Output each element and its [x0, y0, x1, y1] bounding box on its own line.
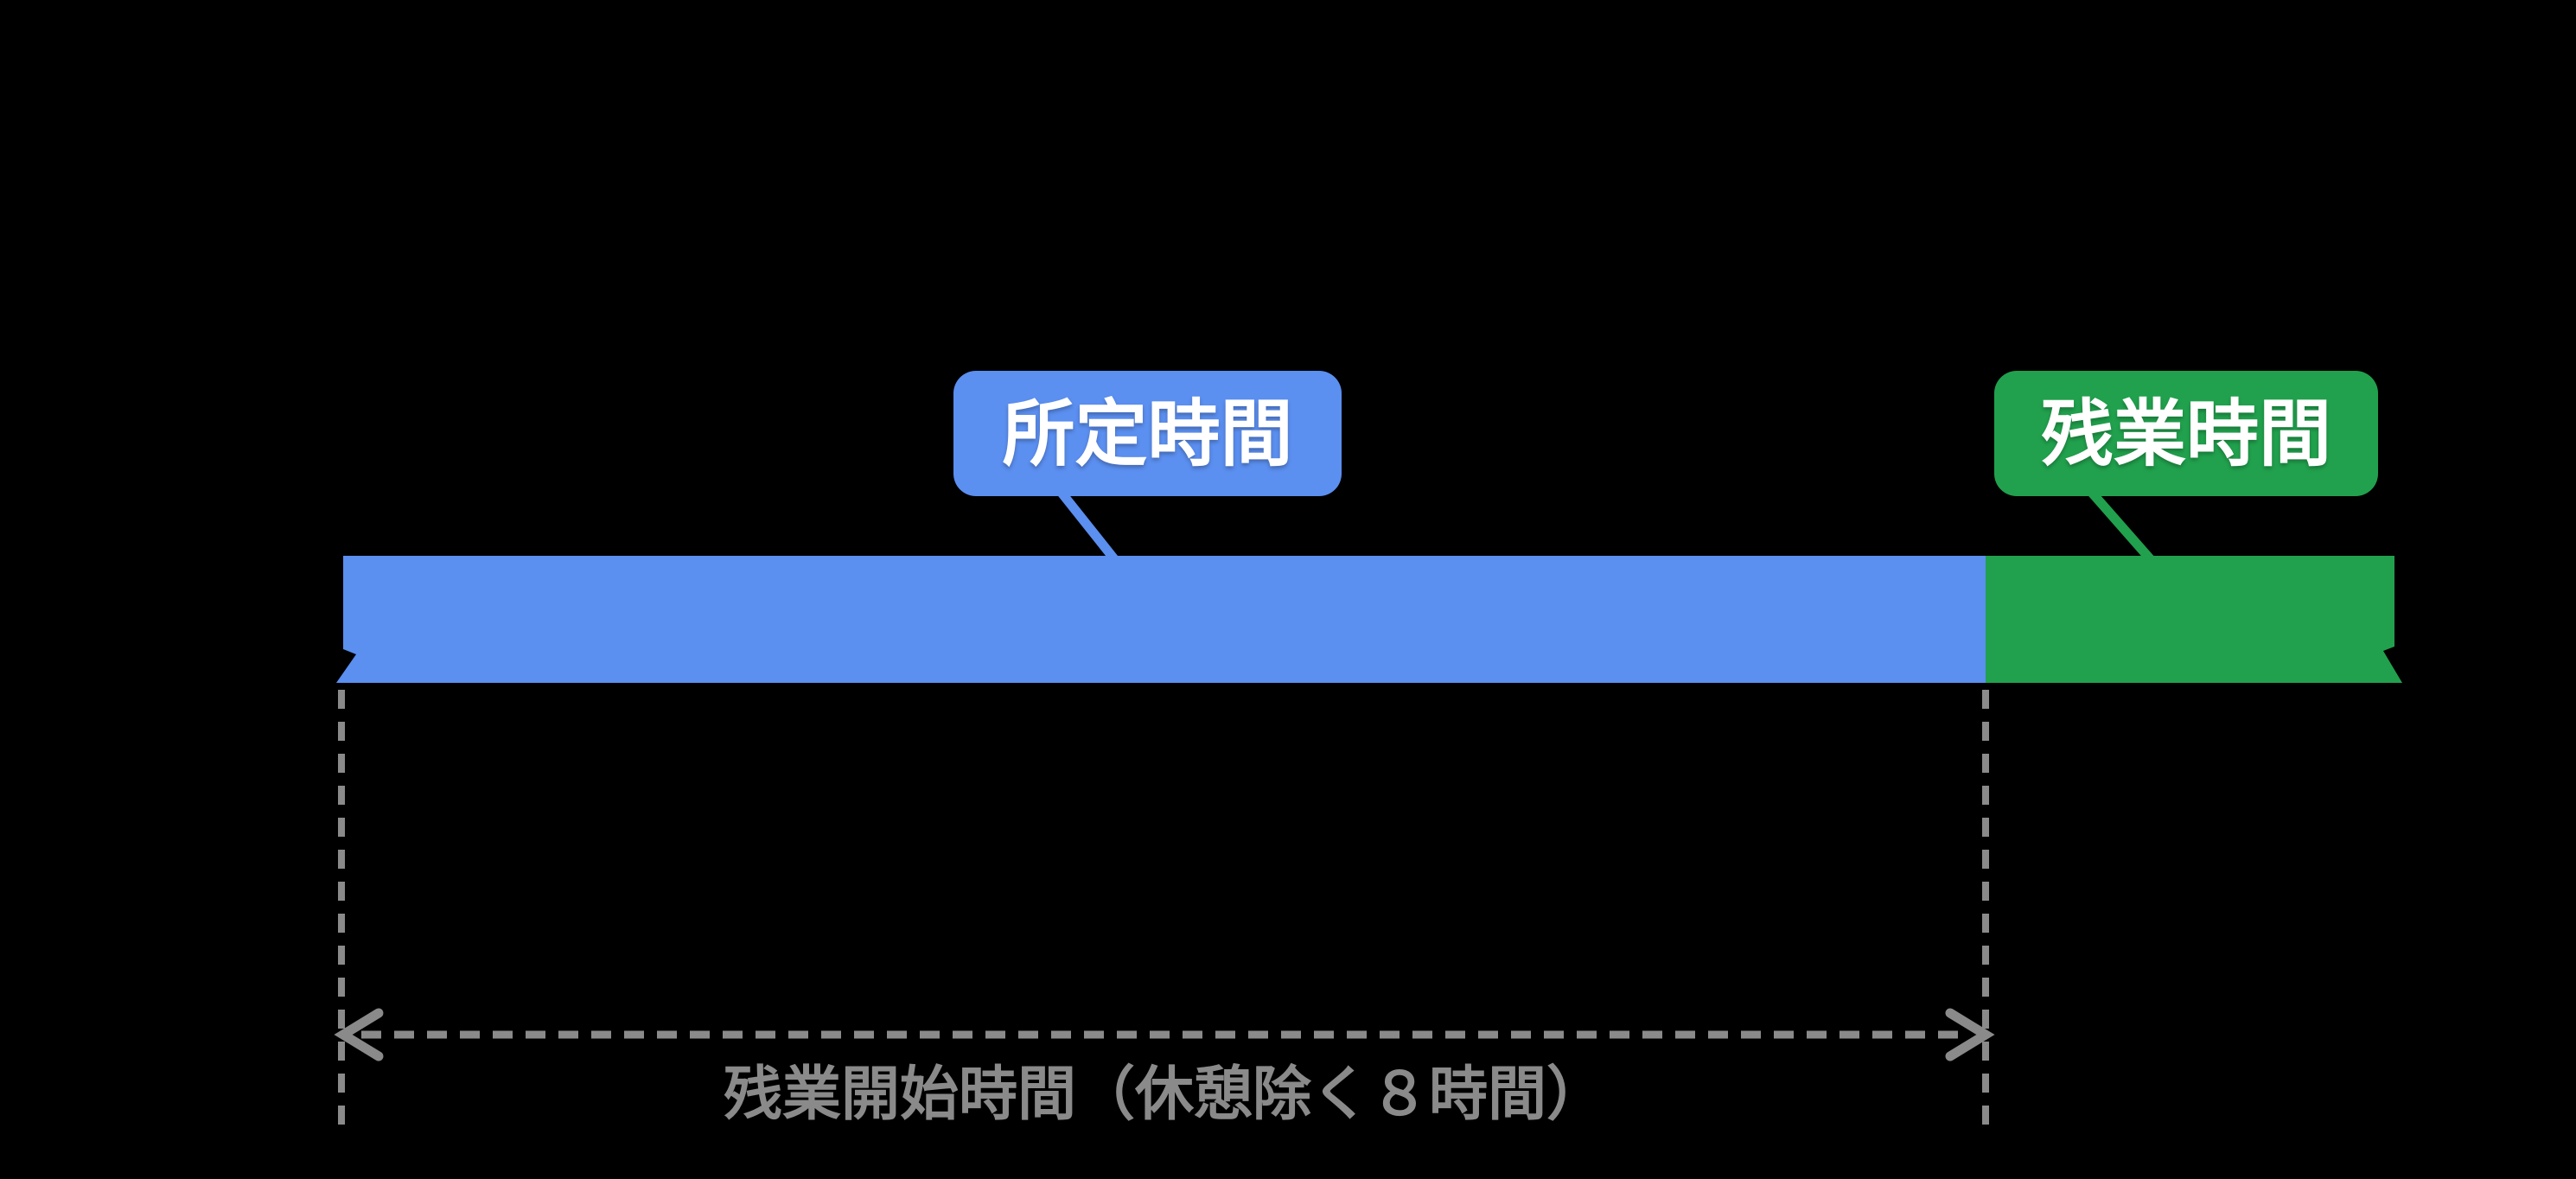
overtime-start-caption: 残業開始時間（休憩除く８時間） [723, 1061, 1605, 1127]
scheduled-label-connector-line [1057, 489, 1119, 564]
left-arrowhead-icon [334, 1008, 384, 1061]
scheduled-time-label-text: 所定時間 [1002, 392, 1293, 475]
scheduled-time-bar-segment [336, 556, 1986, 683]
overtime-label-connector-line [2088, 489, 2158, 567]
right-arrowhead-icon [1945, 1008, 1995, 1061]
overtime-bar-segment [1986, 556, 2402, 683]
overtime-label-text: 残業時間 [2040, 392, 2331, 475]
scheduled-time-label: 所定時間 [953, 371, 1342, 496]
overtime-label: 残業時間 [1994, 371, 2378, 496]
